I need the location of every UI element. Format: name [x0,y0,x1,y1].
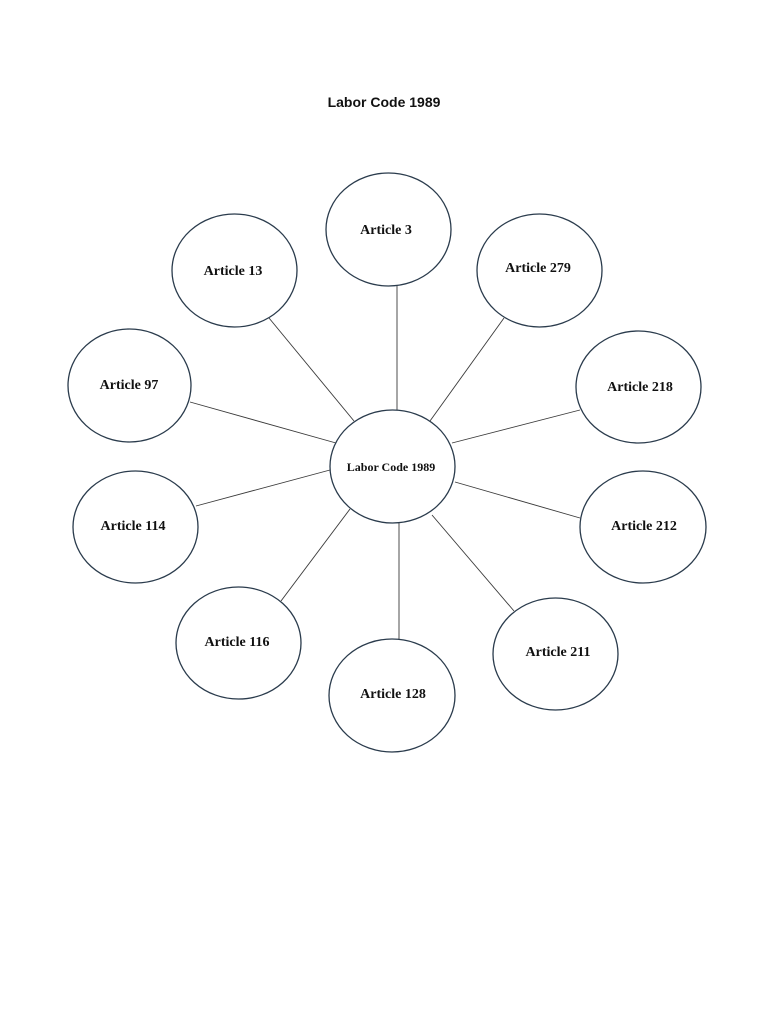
node-ellipse [72,470,199,584]
node-ellipse [575,330,702,444]
connector-article-97 [189,401,337,444]
node-article-97: Article 97 [67,328,192,443]
node-article-279: Article 279 [476,213,603,328]
node-article-212: Article 212 [579,470,707,584]
connector-article-212 [454,481,581,519]
node-label: Article 116 [205,635,270,650]
node-article-114: Article 114 [72,470,199,584]
node-article-218: Article 218 [575,330,702,444]
node-ellipse [171,213,298,328]
node-label: Article 211 [526,645,591,660]
node-ellipse [325,172,452,287]
node-article-13: Article 13 [171,213,298,328]
center-node-ellipse [329,409,456,524]
node-ellipse [492,597,619,711]
node-label: Article 128 [360,687,426,702]
node-article-116: Article 116 [175,586,302,700]
node-ellipse [476,213,603,328]
node-label: Article 114 [101,519,166,534]
center-node: Labor Code 1989 [329,409,456,524]
node-ellipse [67,328,192,443]
node-label: Article 218 [607,380,673,395]
connector-article-279 [429,317,505,422]
connector-article-13 [268,317,355,422]
node-label: Article 279 [505,261,571,276]
center-node-label: Labor Code 1989 [347,460,435,474]
diagram-title: Labor Code 1989 [328,94,441,110]
node-label: Article 13 [204,264,263,279]
node-label: Article 212 [611,519,677,534]
connector-article-218 [451,409,581,444]
connector-article-211 [431,514,515,612]
node-article-211: Article 211 [492,597,619,711]
node-ellipse [579,470,707,584]
node-article-3: Article 3 [325,172,452,287]
node-ellipse [175,586,302,700]
connector-article-114 [195,469,331,507]
node-article-128: Article 128 [328,638,456,753]
node-label: Article 97 [100,378,159,393]
connectors [189,286,581,640]
node-label: Article 3 [360,223,412,238]
connector-article-116 [280,508,351,602]
node-ellipse [328,638,456,753]
